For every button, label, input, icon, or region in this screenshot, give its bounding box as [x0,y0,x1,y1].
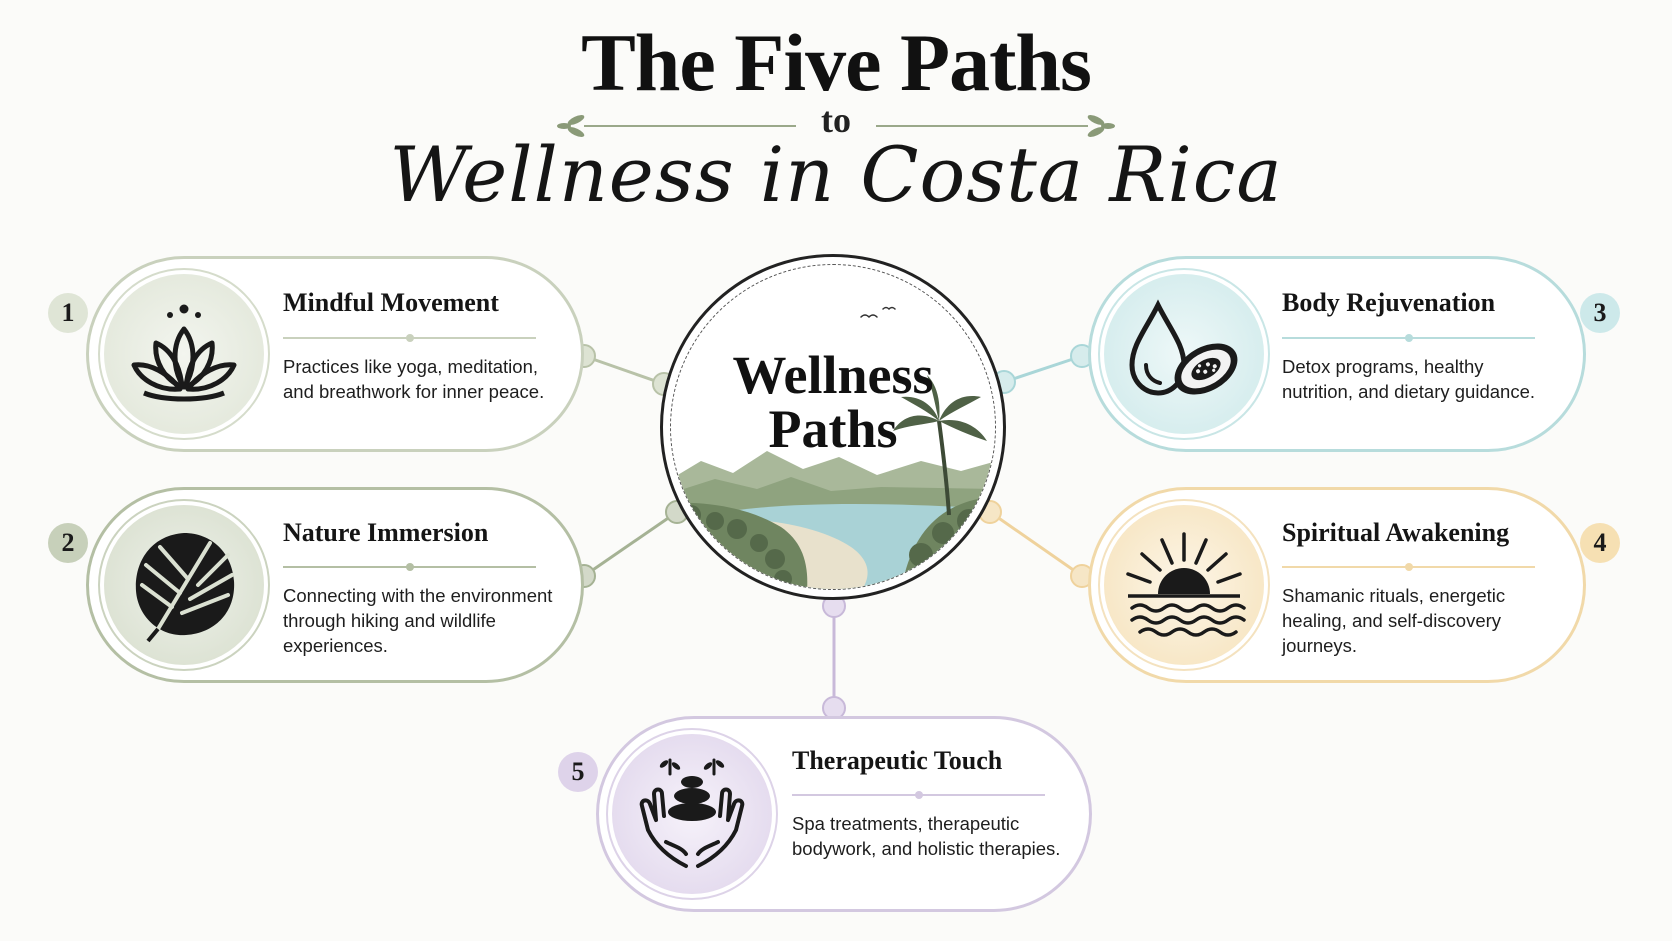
icon-ring-5 [606,728,778,900]
path-description-3: Detox programs, healthy nutrition, and d… [1282,356,1536,402]
lotus-icon [131,304,237,402]
path-description-2: Connecting with the environment through … [283,585,553,656]
title-script: Wellness in Costa Rica [389,130,1283,219]
hands-stones-icon [639,758,745,868]
path-number-badge-2: 2 [48,523,88,563]
monstera-leaf-icon [135,533,235,643]
page-title: The Five Paths [581,17,1092,108]
path-title-3: Body Rejuvenation [1282,288,1496,317]
connector-4 [989,510,1083,578]
icon-ring-3 [1098,268,1270,440]
icon-circle-1 [104,274,264,434]
path-divider-3 [1282,334,1535,342]
title-connector-word: to [821,100,851,140]
path-description-5: Spa treatments, therapeutic bodywork, an… [792,813,1061,859]
icon-circle-2 [104,505,264,665]
title-ornament-right [876,115,1115,137]
path-divider-1 [283,334,536,342]
path-title-2: Nature Immersion [283,518,489,547]
icon-circle-3 [1104,274,1264,434]
path-title-5: Therapeutic Touch [792,746,1003,775]
path-title-4: Spiritual Awakening [1282,518,1510,547]
connector-2 [583,510,678,578]
path-divider-4 [1282,563,1535,571]
icon-circle-4 [1104,505,1264,665]
path-divider-2 [283,563,536,571]
path-description-4: Shamanic rituals, energetic healing, and… [1282,585,1506,656]
title-ornament-left [557,115,796,137]
connector-1 [583,354,665,386]
icon-ring-1 [98,268,270,440]
icon-ring-4 [1098,499,1270,671]
water-drop-papaya-icon [1129,299,1238,396]
path-number-badge-3: 3 [1580,293,1620,333]
path-number-badge-1: 1 [48,293,88,333]
path-title-1: Mindful Movement [283,288,499,317]
center-title: Wellness Paths [670,348,996,456]
center-title-line-2: Paths [768,399,898,459]
center-title-line-1: Wellness [732,345,934,405]
path-description-1: Practices like yoga, meditation, and bre… [283,356,545,402]
path-number-badge-5: 5 [558,752,598,792]
path-divider-5 [792,791,1045,799]
sunrise-icon [1126,532,1246,637]
path-number-badge-4: 4 [1580,523,1620,563]
icon-circle-5 [612,734,772,894]
connector-3 [1003,354,1083,384]
icon-ring-2 [98,499,270,671]
